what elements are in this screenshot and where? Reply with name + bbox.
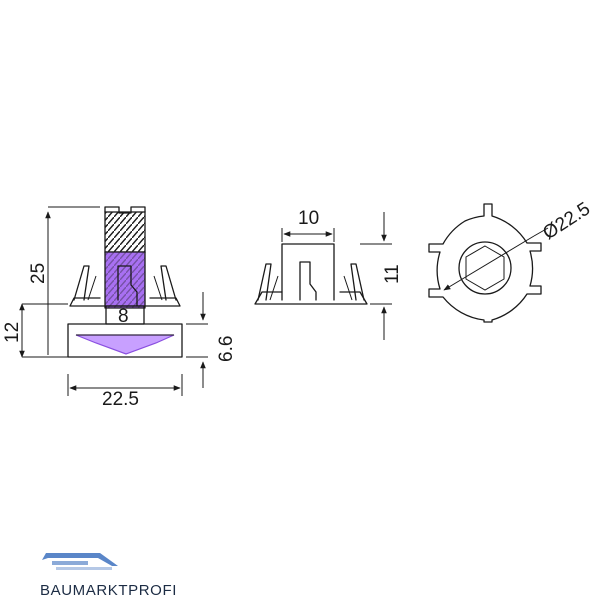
- bolt-slot: [104, 206, 146, 214]
- plate-cone: [75, 334, 175, 355]
- dim-side-flange-thickness: 6.6: [216, 336, 237, 362]
- dim-section-height: 11: [382, 264, 403, 284]
- section-sleeve: [281, 243, 335, 301]
- dim-side-height: 25: [28, 263, 49, 284]
- dim-side-width: 22.5: [102, 389, 139, 410]
- dim-side-bore: 8: [118, 306, 129, 327]
- brand-roof-icon: [42, 553, 118, 566]
- side-view: 25 12 8 6.6 22.5: [2, 206, 237, 410]
- brand-logo: BAUMARKTPROFI: [40, 553, 177, 599]
- dim-side-head-height: 12: [2, 322, 23, 343]
- top-outline: [428, 203, 542, 323]
- brand-name: BAUMARKTPROFI: [40, 582, 177, 599]
- bolt-thread-upper: [104, 211, 146, 253]
- left-prong: [73, 265, 90, 301]
- right-prong: [160, 265, 177, 301]
- tee-nut-sleeve: [117, 265, 138, 307]
- section-view: 10 11: [254, 208, 403, 340]
- dim-section-width: 10: [298, 208, 319, 229]
- dim-top-diameter: Ø22.5: [539, 198, 594, 244]
- top-bore: [458, 241, 512, 295]
- top-view: Ø22.5: [428, 198, 594, 323]
